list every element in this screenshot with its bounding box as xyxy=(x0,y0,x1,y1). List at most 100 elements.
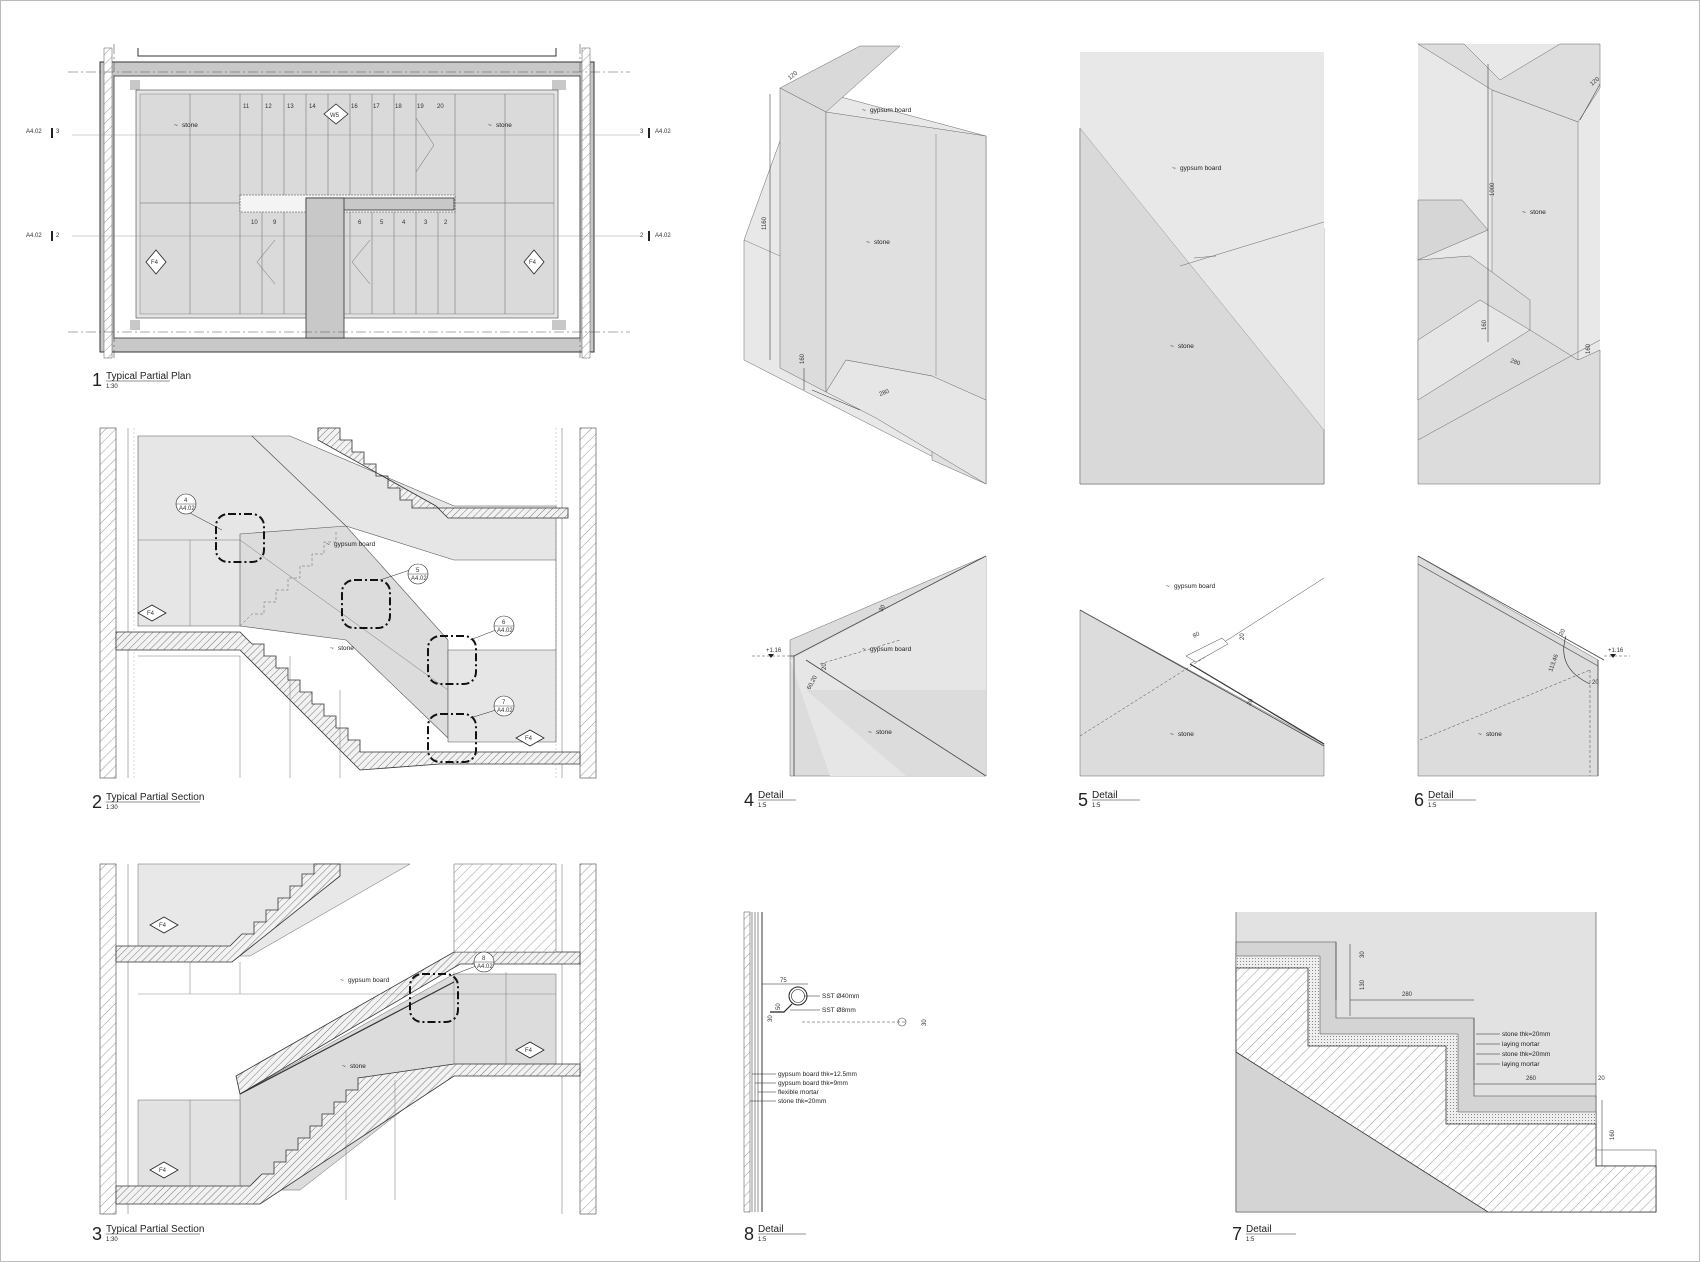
tag-w5: W5 xyxy=(323,103,349,125)
callout-detail-7: 7 A4.02 xyxy=(469,695,515,719)
svg-text:~: ~ xyxy=(340,977,344,984)
svg-text:~: ~ xyxy=(326,541,330,548)
svg-text:17: 17 xyxy=(373,104,380,110)
svg-text:19: 19 xyxy=(417,104,424,110)
svg-text:11: 11 xyxy=(243,104,250,110)
svg-text:A4.02: A4.02 xyxy=(655,233,671,239)
svg-text:W5: W5 xyxy=(330,113,340,119)
svg-text:30: 30 xyxy=(878,604,887,613)
axo-view-c: 120 1000 160 280 160 ~ stone xyxy=(1417,43,1601,485)
svg-text:160: 160 xyxy=(1610,1129,1616,1140)
svg-text:7: 7 xyxy=(502,700,506,706)
svg-text:A4.02: A4.02 xyxy=(26,233,42,239)
svg-text:F4: F4 xyxy=(147,611,155,617)
drawing-3-section: 8 A4.02 ~ gypsum board ~ stone F4 F4 F4 … xyxy=(92,863,597,1244)
svg-text:2: 2 xyxy=(640,233,644,239)
svg-text:3: 3 xyxy=(640,129,644,135)
svg-text:160: 160 xyxy=(800,353,806,364)
svg-text:280: 280 xyxy=(879,389,891,398)
svg-text:30: 30 xyxy=(1360,951,1366,958)
svg-text:~: ~ xyxy=(1170,731,1174,738)
svg-text:1:5: 1:5 xyxy=(758,1237,767,1243)
svg-text:20: 20 xyxy=(1598,1076,1605,1082)
tag-f4: F4 xyxy=(137,604,167,622)
svg-text:1:30: 1:30 xyxy=(106,1237,118,1243)
svg-text:stone: stone xyxy=(496,122,512,129)
svg-text:5: 5 xyxy=(1078,790,1088,810)
axo-view-a: 120 1160 160 280 ~ gypsum board ~ stone xyxy=(743,45,987,485)
svg-text:stone: stone xyxy=(350,1063,366,1070)
svg-text:flexible mortar: flexible mortar xyxy=(778,1089,820,1096)
drawing-3-caption: 3 Typical Partial Section 1:30 xyxy=(92,1224,204,1244)
svg-text:120: 120 xyxy=(1589,76,1601,87)
callout-detail-8: 8 A4.02 xyxy=(449,951,495,977)
section-marker-3-left: A4.02 3 xyxy=(26,128,60,138)
svg-text:12: 12 xyxy=(265,104,272,110)
section-marker-3-right: 3 A4.02 xyxy=(640,128,671,138)
svg-text:113,46: 113,46 xyxy=(1548,653,1560,673)
detail-6-caption: 6 Detail 1:5 xyxy=(1414,790,1476,810)
svg-text:20: 20 xyxy=(1592,680,1599,686)
stone-label: ~ stone xyxy=(1522,209,1546,216)
detail-8-caption: 8 Detail 1:5 xyxy=(744,1224,806,1244)
svg-text:3: 3 xyxy=(56,129,60,135)
svg-text:1:5: 1:5 xyxy=(1092,803,1101,809)
svg-text:6: 6 xyxy=(502,620,506,626)
svg-text:8: 8 xyxy=(744,1224,754,1244)
svg-text:gypsum board: gypsum board xyxy=(870,107,912,114)
svg-text:20: 20 xyxy=(1240,633,1246,640)
svg-text:4: 4 xyxy=(184,498,188,504)
stone-label: ~ stone xyxy=(488,122,512,129)
svg-text:160: 160 xyxy=(1482,319,1488,330)
svg-text:~: ~ xyxy=(868,729,872,736)
svg-text:~: ~ xyxy=(174,122,178,129)
tag-f4: F4 xyxy=(149,1161,179,1179)
svg-text:F4: F4 xyxy=(525,1048,533,1054)
svg-text:~: ~ xyxy=(862,107,866,114)
svg-text:9: 9 xyxy=(273,220,277,226)
svg-text:14: 14 xyxy=(309,104,316,110)
svg-text:8: 8 xyxy=(482,956,486,962)
svg-text:~: ~ xyxy=(862,646,866,653)
svg-text:1:30: 1:30 xyxy=(106,384,118,390)
svg-text:6: 6 xyxy=(358,220,362,226)
svg-text:280: 280 xyxy=(1402,992,1413,998)
svg-text:5: 5 xyxy=(416,568,420,574)
svg-text:Typical Partial Section: Typical Partial Section xyxy=(106,1224,204,1235)
svg-text:F4: F4 xyxy=(159,923,167,929)
tag-f4: F4 xyxy=(145,249,167,275)
svg-text:A4.02: A4.02 xyxy=(26,129,42,135)
svg-text:1: 1 xyxy=(92,370,102,390)
svg-text:Detail: Detail xyxy=(1428,790,1454,801)
svg-text:13: 13 xyxy=(287,104,294,110)
svg-text:Typical Partial Section: Typical Partial Section xyxy=(106,792,204,803)
svg-text:stone: stone xyxy=(1178,731,1194,738)
svg-text:stone: stone xyxy=(1486,731,1502,738)
stone-label: ~ stone xyxy=(866,239,890,246)
svg-text:2: 2 xyxy=(444,220,448,226)
svg-text:gypsum board thk=12.5mm: gypsum board thk=12.5mm xyxy=(778,1071,857,1078)
svg-text:~: ~ xyxy=(1478,731,1482,738)
svg-text:~: ~ xyxy=(342,1063,346,1070)
svg-text:laying mortar: laying mortar xyxy=(1502,1041,1540,1048)
svg-text:~: ~ xyxy=(330,645,334,652)
svg-text:stone thk=20mm: stone thk=20mm xyxy=(1502,1031,1550,1038)
stone-label: ~ stone xyxy=(868,729,892,736)
svg-text:A4.02: A4.02 xyxy=(179,506,195,512)
drawing-2-section: 4 A4.02 5 A4.02 6 A4.02 7 A4.02 ~ gypsum… xyxy=(92,427,597,812)
svg-text:30: 30 xyxy=(768,1015,774,1022)
callout-detail-5: 5 A4.02 xyxy=(379,563,429,585)
svg-text:A4.02: A4.02 xyxy=(411,576,427,582)
svg-text:1000: 1000 xyxy=(1490,182,1496,196)
svg-text:~: ~ xyxy=(1522,209,1526,216)
tag-f4: F4 xyxy=(515,729,545,747)
svg-text:stone: stone xyxy=(1530,209,1546,216)
callout-detail-4: 4 A4.02 xyxy=(175,493,223,531)
svg-text:Detail: Detail xyxy=(1246,1224,1272,1235)
svg-text:F4: F4 xyxy=(159,1168,167,1174)
svg-text:Typical Partial Plan: Typical Partial Plan xyxy=(106,371,191,382)
detail-4-caption: 4 Detail 1:5 xyxy=(744,790,796,810)
svg-text:Detail: Detail xyxy=(1092,790,1118,801)
svg-text:80: 80 xyxy=(1192,631,1201,640)
svg-text:30: 30 xyxy=(922,1019,928,1026)
